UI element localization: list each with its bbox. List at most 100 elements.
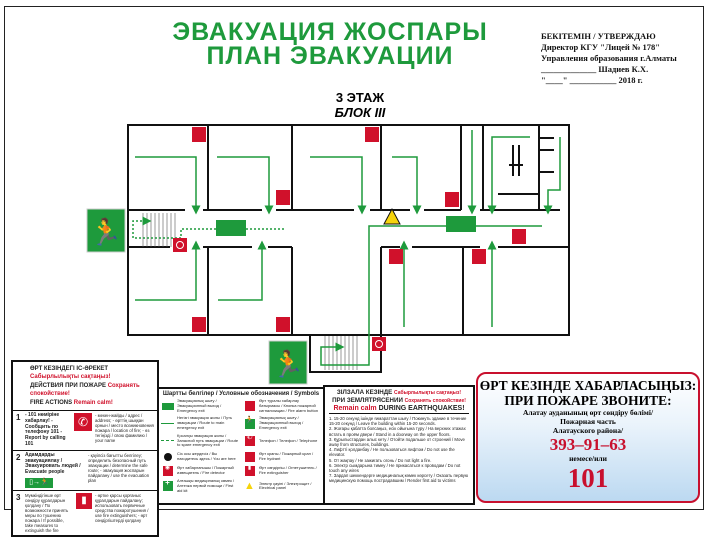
- phone-heading-kz: ӨРТ КЕЗІНДЕ ХАБАРЛАСЫҢЫЗ:: [479, 378, 697, 393]
- floor-level: 3 ЭТАЖ: [335, 90, 385, 105]
- alarm-button-icon: [244, 401, 255, 412]
- fire-dept-kz: Алатау ауданының өрт сөндіру бөлімі/: [522, 408, 654, 417]
- quake-step: 2. Жоғары қабатта болсаңыз, есік ойығына…: [329, 426, 466, 437]
- step-number: 1: [16, 413, 21, 422]
- legend-text: Алғашқы медициналық көмек / Аптечка перв…: [177, 478, 235, 493]
- approval-line: БЕКІТЕМІН / УТВЕРЖДАЮ: [541, 31, 656, 41]
- step-1-notes: - мекен-жайды / адрес / address; - өртті…: [95, 413, 154, 443]
- fire-dept-ru: Пожарная часть: [560, 417, 616, 426]
- running-man-icon: 🏃: [244, 417, 255, 429]
- main-route-icon: [161, 423, 174, 425]
- actions-heading-kz: ӨРТ КЕЗІНДЕГІ ІС-ӘРЕКЕТ: [30, 366, 109, 372]
- fire-hydrant-icons: [173, 238, 386, 351]
- legend-item: ✆ Телефон / Телефон / Telephone: [243, 434, 321, 448]
- legend-item: Қосалқы эвакуация жолы / Запасной путь э…: [161, 432, 239, 448]
- legend-item: 🏃 Эвакуациялық шығу / Эвакуационный выход…: [243, 415, 321, 430]
- fire-extinguisher-icons: [192, 127, 526, 332]
- you-are-here-icon: [163, 452, 172, 461]
- calm-ru: Сохранять спокойствие!: [30, 383, 140, 397]
- calm-en: Remain calm!: [73, 400, 113, 406]
- quake-calm-en: Remain calm: [333, 405, 377, 412]
- quake-step: 3. Құрылыстардан алыс кету / Отойти пода…: [329, 436, 465, 448]
- legend-title: Шартты белгілер / Условные обозначения /…: [162, 391, 320, 397]
- step-3-text: Мүмкіндігінше өрт сөндіру құралдарын қол…: [25, 492, 69, 533]
- title-ru: ПЛАН ЭВАКУАЦИИ: [206, 42, 454, 70]
- first-aid-icon: +: [162, 479, 173, 492]
- spare-routes: [132, 216, 284, 239]
- legend-text: Телефон / Телефон / Telephone: [259, 437, 318, 443]
- legend-item: ◉ Өрт хабарлағышы / Пожарный извещатель /…: [161, 465, 239, 476]
- direction-signs: [216, 216, 476, 236]
- emergency-phone-panel: ӨРТ КЕЗІНДЕ ХАБАРЛАСЫҢЫЗ: ПРИ ПОЖАРЕ ЗВО…: [476, 372, 700, 503]
- fire-dept-district: Алатауского района/: [552, 426, 624, 435]
- exit-sign-left: 🏃: [86, 208, 126, 253]
- legend-text: Өрт сөндіргіш / Огнетушитель / Fire exti…: [259, 464, 317, 475]
- fire-detector-icon: ◉: [162, 465, 173, 476]
- step-2-text: Адамдарды эвакуациялау / Эвакуировать лю…: [25, 451, 81, 476]
- telephone-icon: ✆: [244, 434, 255, 446]
- svg-text:🏃: 🏃: [272, 349, 304, 379]
- electrical-hazard-icon: [383, 207, 401, 225]
- title-kz: ЭВАКУАЦИЯ ЖОСПАРЫ: [172, 18, 488, 46]
- svg-text:🏃: 🏃: [90, 217, 122, 247]
- exit-sign-bottom: 🏃: [268, 340, 308, 385]
- fire-actions-panel: ӨРТ КЕЗІНДЕГІ ІС-ӘРЕКЕТ Сабырлылықты сақ…: [11, 360, 159, 537]
- emergency-number: 101: [567, 463, 609, 493]
- fire-extinguisher-icon: ▮: [244, 465, 255, 476]
- quake-calm-kz: Сабырлылықты сақтаңыз!: [394, 390, 462, 396]
- quake-step: 5. От жақпау / Не зажигать огонь / Do no…: [329, 457, 432, 463]
- legend-item: ▮ Өрт сөндіргіш / Огнетушитель / Fire ext…: [243, 465, 321, 476]
- earthquake-panel: ЗІЛЗАЛА КЕЗІНДЕ Сабырлылықты сақтаңыз! П…: [323, 385, 475, 505]
- fire-extinguisher-icon: ▮: [76, 492, 92, 509]
- floor-plan: 🏃 🏃: [86, 124, 570, 385]
- legend-item: ▲Электр қауіпі / Электрощит / Electrical…: [243, 479, 321, 493]
- legend-item: Өрт туралы хабарлау батырмасы / Кнопка п…: [243, 398, 321, 413]
- legend-item: Негізгі эвакуация жолы / Путь эвакуации …: [161, 415, 239, 430]
- legend-text: Эвакуациялық шығу / Эвакуационный выход …: [259, 415, 304, 430]
- quake-step: 1. 15-20 секунд ішінде ғимараттан шығу /…: [329, 416, 467, 427]
- approval-line: _____________ Шадиев К.Х.: [541, 64, 649, 74]
- step-1-text: - 101 нөміріне хабарлау! - Сообщить по т…: [25, 412, 66, 447]
- legend-item: Өрт краны / Пожарный кран / Fire hydrant: [243, 451, 321, 462]
- legend-text: Негізгі эвакуация жолы / Путь эвакуации …: [177, 415, 233, 430]
- quake-calm-ru: Сохранять спокойствие!: [404, 398, 466, 404]
- legend-item: + Алғашқы медициналық көмек / Аптечка пер…: [161, 478, 239, 493]
- step-number: 3: [16, 492, 21, 502]
- walls: [127, 124, 570, 373]
- exit-sign-icon: ▯→🏃: [25, 477, 53, 488]
- spare-route-icon: [161, 440, 174, 442]
- quake-heading-en: DURING EARTHQUAKES!: [378, 405, 465, 412]
- or-label: немесе/или: [569, 454, 607, 463]
- step-2-notes: - қауіпсіз бағытты белгілеу; определить …: [88, 452, 150, 483]
- legend-item: Эвакуациялық шығу / Эвакуационный выход …: [161, 398, 239, 413]
- evacuation-routes: [135, 130, 561, 366]
- quake-step: 7. Зардап шеккендерге медициналық көмек …: [329, 473, 469, 484]
- legend-panel: Шартты белгілер / Условные обозначения /…: [157, 387, 325, 505]
- quake-heading-ru: ПРИ ЗЕМЛЯТРЯСЕНИИ: [332, 397, 403, 404]
- step-3-notes: - өртке қарсы қорғаныс құралдарын пайдал…: [95, 492, 149, 523]
- legend-text: Сіз осы жердесіз / Вы находитесь здесь /…: [177, 450, 236, 461]
- quake-heading-kz: ЗІЛЗАЛА КЕЗІНДЕ: [336, 389, 393, 396]
- legend-text: Қосалқы эвакуация жолы / Запасной путь э…: [177, 432, 239, 448]
- calm-kz: Сабырлылықты сақтаңыз!: [30, 374, 111, 380]
- approval-line: "____" ___________ 2018 г.: [541, 75, 643, 85]
- approval-block: БЕКІТЕМІН / УТВЕРЖДАЮ Директор КГУ "Лице…: [541, 31, 677, 86]
- poster-frame: [4, 6, 704, 510]
- telephone-icon: ✆: [74, 413, 92, 431]
- fire-dept-number: 393–91–63: [549, 435, 627, 454]
- fire-hydrant-icon: [244, 451, 255, 462]
- exit-sign-icon: [161, 402, 174, 410]
- legend-text: Өрт хабарлағышы / Пожарный извещатель / …: [177, 464, 234, 475]
- actions-heading-en: FIRE ACTIONS: [30, 400, 73, 406]
- actions-heading-ru: ДЕЙСТВИЯ ПРИ ПОЖАРЕ: [30, 383, 107, 389]
- quake-step: 6. Электр сымдарына тимеу / Не прикасать…: [329, 462, 461, 474]
- legend-text: Өрт краны / Пожарный кран / Fire hydrant: [259, 450, 314, 461]
- legend-text: Эвакуациялық шығу / Эвакуационный выход …: [177, 398, 222, 413]
- legend-text: Өрт туралы хабарлау батырмасы / Кнопка п…: [259, 398, 319, 413]
- stairs: [142, 213, 358, 370]
- legend-item: Сіз осы жердесіз / Вы находитесь здесь /…: [161, 451, 239, 462]
- phone-heading-ru: ПРИ ПОЖАРЕ ЗВОНИТЕ:: [504, 393, 672, 408]
- legend-text: Электр қауіпі / Электрощит / Electrical …: [259, 480, 312, 491]
- step-number: 2: [16, 452, 21, 462]
